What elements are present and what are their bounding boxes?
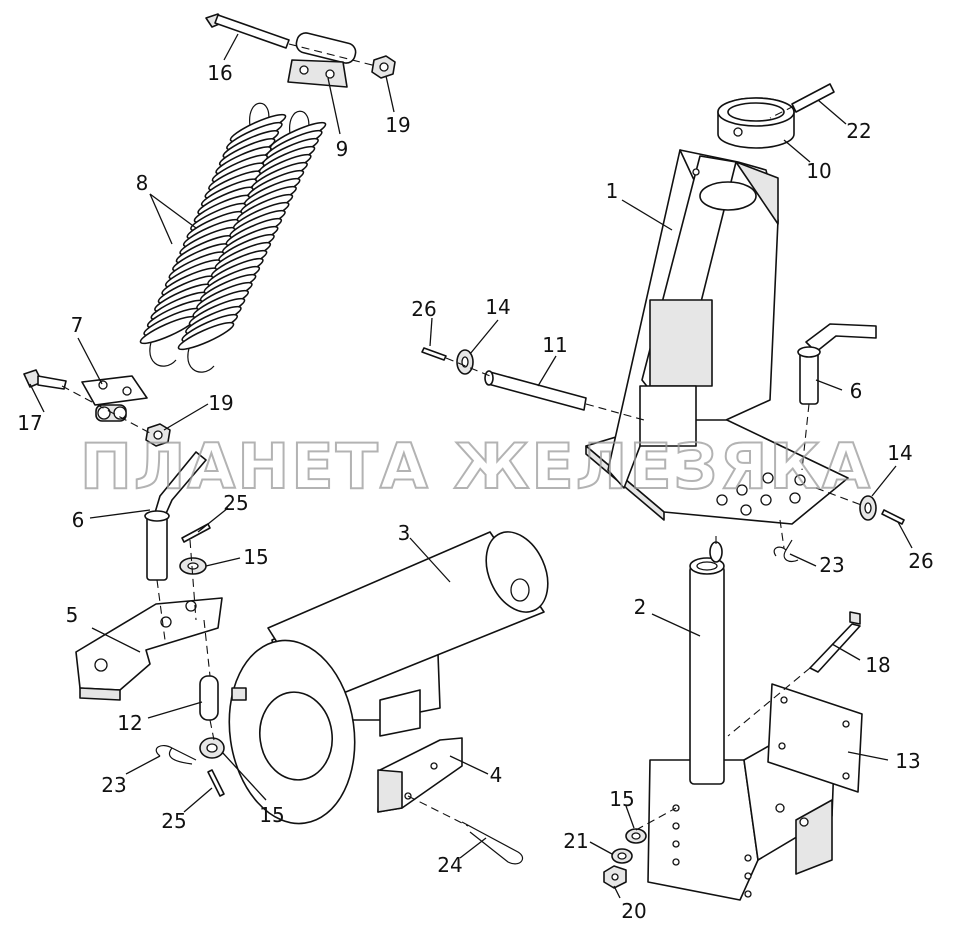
part-6-pin-right [797, 323, 877, 405]
callout-2: 2 [634, 595, 647, 619]
callout-8: 8 [136, 171, 149, 195]
callout-25-bottom: 25 [161, 809, 186, 833]
part-23-clip-right [773, 539, 799, 563]
callout-25-top: 25 [223, 491, 248, 515]
callout-11: 13 [895, 749, 920, 773]
callout-9: 9 [336, 137, 349, 161]
callout-23-right: 23 [819, 553, 844, 577]
part-14-washer-right [859, 495, 877, 521]
part-22-bolt [791, 83, 835, 113]
callout-19-top: 19 [385, 113, 410, 137]
part-5-plate [75, 597, 223, 701]
part-7-bracket [81, 375, 148, 422]
part-1-stand [585, 149, 849, 525]
part-15-washer-left-top [179, 557, 207, 575]
part-2-post [647, 541, 837, 901]
spring-hook-icon [249, 102, 270, 127]
spring-coil [177, 321, 235, 351]
callout-3: 3 [398, 521, 411, 545]
part-19-nut-top [371, 55, 396, 79]
callout-6-left: 6 [72, 508, 85, 532]
callout-26-left: 26 [411, 297, 436, 321]
part-8-springs [139, 102, 327, 373]
callout-7: 7 [71, 313, 84, 337]
part-15-washer-right [625, 828, 647, 844]
part-17-bolt [23, 369, 67, 390]
callout-24: 24 [437, 853, 462, 877]
spring-hook-icon [289, 110, 310, 135]
part-26-cotter-right [881, 509, 905, 525]
part-26-cotter-left [421, 347, 447, 361]
part-4-plate [377, 737, 463, 813]
part-10-collar [717, 97, 795, 149]
part-23-clip-left [155, 744, 197, 765]
callout-26-right: 26 [908, 549, 933, 573]
part-11-plate [767, 683, 863, 793]
callout-20: 20 [621, 899, 646, 923]
callout-12: 11 [542, 333, 567, 357]
callout-17: 17 [17, 411, 42, 435]
part-12-pin [484, 370, 587, 411]
callout-19-mid: 19 [208, 391, 233, 415]
callout-1: 1 [606, 179, 619, 203]
callout-22: 22 [846, 119, 871, 143]
part-18-bolt [809, 611, 861, 673]
part-21-washer [611, 848, 633, 864]
part-25-cotter-bottom [207, 769, 225, 797]
part-20-nut [603, 865, 627, 889]
callout-18: 18 [865, 653, 890, 677]
callout-5: 5 [66, 603, 79, 627]
callout-14-right: 14 [887, 441, 912, 465]
callout-13: 12 [117, 711, 142, 735]
assembly-lines [61, 43, 865, 831]
callout-14-left: 14 [485, 295, 510, 319]
part-13-pin [199, 675, 219, 721]
callout-15-left-bottom: 15 [259, 803, 284, 827]
part-16-bolt [205, 13, 290, 49]
callout-10: 10 [806, 159, 831, 183]
watermark-text: ПЛАНЕТА ЖЕЛЕЗЯКА [80, 430, 872, 503]
part-3-tube [228, 531, 549, 825]
part-24-cotter [461, 821, 523, 865]
part-9-bracket [287, 32, 357, 88]
callout-16: 16 [207, 61, 232, 85]
part-15-washer-left-bottom [199, 737, 225, 759]
callout-15-left-top: 15 [243, 545, 268, 569]
callout-labels: 16 9 19 8 7 17 19 6 25 15 5 12 23 25 15 … [17, 61, 933, 923]
callout-23-left: 23 [101, 773, 126, 797]
callout-4: 4 [490, 763, 503, 787]
part-14-washer-left [456, 349, 474, 375]
part-25-cotter-top [181, 523, 211, 543]
callout-21: 21 [563, 829, 588, 853]
callout-15-right: 15 [609, 787, 634, 811]
part-6-pin-left [144, 451, 207, 581]
callout-6-right: 6 [850, 379, 863, 403]
leader-lines [29, 33, 913, 899]
